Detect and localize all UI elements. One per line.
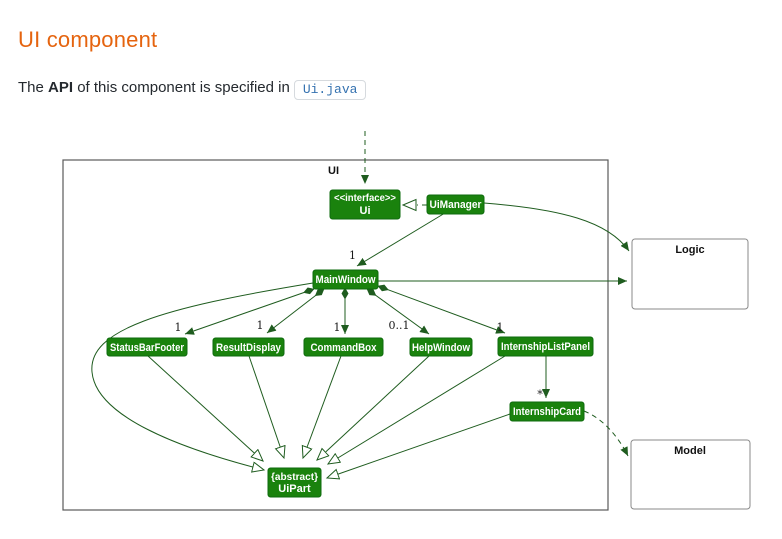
inherit-mainwindow-uipart xyxy=(91,282,314,470)
multiplicity-internshipcard: * xyxy=(537,388,543,401)
logic-label: Logic xyxy=(675,244,704,256)
multiplicity-commandbox: 1 xyxy=(334,321,341,334)
inherit-internshipcard-uipart xyxy=(327,413,511,478)
class-internshipcard: InternshipCard xyxy=(509,401,585,422)
internshiplistpanel-name: InternshipListPanel xyxy=(501,341,590,353)
helpwindow-name: HelpWindow xyxy=(412,342,470,354)
inherit-helpwindow-uipart xyxy=(317,355,430,460)
dependency-internshipcard-model xyxy=(583,410,629,457)
class-ui-interface: <<interface>> Ui xyxy=(329,189,401,220)
ui-package-label: UI xyxy=(328,165,339,177)
assoc-uimanager-logic xyxy=(483,202,630,252)
page-title: UI component xyxy=(18,27,158,52)
assoc-uimanager-mainwindow xyxy=(356,212,446,267)
class-helpwindow: HelpWindow xyxy=(409,337,473,357)
class-statusbarfooter: StatusBarFooter xyxy=(106,337,188,357)
inherit-resultdisplay-uipart xyxy=(248,355,284,458)
class-internshiplistpanel: InternshipListPanel xyxy=(497,336,594,357)
inherit-commandbox-uipart xyxy=(303,355,342,458)
multiplicity-mainwindow: 1 xyxy=(349,249,356,262)
class-mainwindow: MainWindow xyxy=(312,269,379,290)
intro-api-bold: API xyxy=(48,79,74,96)
class-resultdisplay: ResultDisplay xyxy=(212,337,285,357)
mainwindow-name: MainWindow xyxy=(316,274,376,286)
multiplicity-resultdisplay: 1 xyxy=(257,319,264,332)
comp-mainwindow-resultdisplay xyxy=(266,288,325,334)
ui-package-frame xyxy=(62,159,609,511)
statusbarfooter-name: StatusBarFooter xyxy=(110,342,185,354)
multiplicity-statusbarfooter: 1 xyxy=(175,321,182,334)
resultdisplay-name: ResultDisplay xyxy=(216,342,282,354)
class-uimanager: UiManager xyxy=(426,194,485,215)
uipart-stereotype: {abstract} xyxy=(271,472,318,483)
comp-mainwindow-internshiplistpanel xyxy=(377,284,506,334)
external-model-box: Model xyxy=(630,439,751,510)
ui-interface-stereotype: <<interface>> xyxy=(334,193,396,204)
class-uipart: {abstract} UiPart xyxy=(267,467,322,498)
intro-paragraph: The API of this component is specified i… xyxy=(18,79,367,100)
commandbox-name: CommandBox xyxy=(311,342,378,354)
uimanager-name: UiManager xyxy=(430,199,483,211)
multiplicity-helpwindow: 0..1 xyxy=(389,319,410,332)
inherit-internshiplistpanel-uipart xyxy=(328,355,506,464)
intro-prefix: The xyxy=(18,79,49,96)
external-logic-box: Logic xyxy=(631,238,749,310)
inherit-statusbarfooter-uipart xyxy=(147,355,263,461)
internshipcard-name: InternshipCard xyxy=(513,406,581,418)
intro-suffix: of this component is specified in xyxy=(73,79,290,96)
multiplicity-internshiplistpanel: 1 xyxy=(497,321,504,334)
model-label: Model xyxy=(674,445,706,457)
realization-triangle-icon xyxy=(401,198,417,212)
class-commandbox: CommandBox xyxy=(303,337,384,357)
ui-java-code-link[interactable]: Ui.java xyxy=(293,80,367,100)
uipart-name: UiPart xyxy=(278,483,311,495)
ui-interface-name: Ui xyxy=(360,205,371,217)
